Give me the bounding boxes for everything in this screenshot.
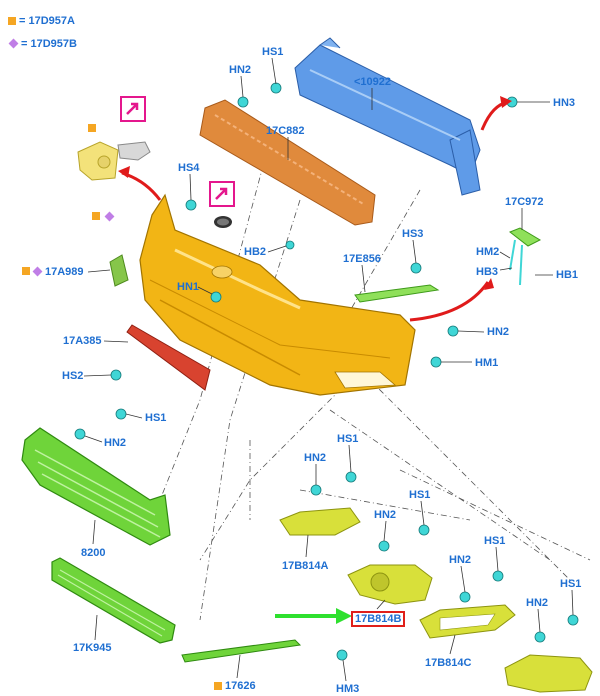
label-hn2-top: HN2: [229, 64, 252, 76]
red-arrowheads: [118, 96, 512, 290]
bumper-cover: [139, 193, 416, 396]
label-absorber[interactable]: 17C882: [266, 125, 305, 137]
leader-lines: [159, 139, 591, 621]
sensor-bracket: [77, 141, 151, 181]
label-hb2: HB2: [244, 246, 267, 258]
label-hm2-right: HM2: [476, 246, 500, 258]
label-hn2-c: HN2: [449, 554, 472, 566]
label-hn2-d: HN2: [526, 597, 549, 609]
label-bezel-c[interactable]: 17B814C: [425, 657, 472, 669]
external-link-icon-1[interactable]: [120, 96, 146, 122]
label-grille-lower[interactable]: 17K945: [73, 642, 112, 654]
bezel-a: [279, 507, 361, 536]
lower-grille: [51, 557, 176, 644]
emblem: [214, 216, 232, 228]
square-icon: [8, 17, 16, 25]
label-bezel-a[interactable]: 17B814A: [282, 560, 329, 572]
label-hs1-grille: HS1: [145, 412, 167, 424]
label-reflector-bar[interactable]: 17A385: [63, 335, 102, 347]
legend-item-a: = 17D957A: [8, 14, 75, 28]
square-icon: [214, 682, 222, 690]
label-bracket[interactable]: 17C972: [505, 196, 544, 208]
bottom-trim: [181, 639, 302, 663]
label-grille-upper[interactable]: 8200: [81, 547, 106, 559]
side-cover: [109, 254, 129, 287]
label-hs1-top: HS1: [262, 46, 284, 58]
label-beam[interactable]: <10922: [354, 76, 392, 88]
energy-absorber: [199, 99, 376, 226]
label-hs1-b: HS1: [409, 489, 431, 501]
label-hn3-top: HN3: [553, 97, 576, 109]
label-hm3: HM3: [336, 683, 360, 695]
label-strip[interactable]: 17E856: [343, 253, 381, 265]
reflector-bar: [126, 324, 211, 391]
square-icon: [22, 267, 30, 275]
label-trim-bottom[interactable]: 17626: [225, 680, 256, 692]
label-hs1-c: HS1: [484, 535, 506, 547]
bezel-c: [419, 604, 516, 639]
bumper-beam: [294, 37, 481, 196]
diamond-icon: [8, 38, 19, 49]
label-hb3: HB3: [476, 266, 499, 278]
bezel-b: [347, 564, 433, 605]
label-hs1-d: HS1: [560, 578, 582, 590]
label-cover-left[interactable]: 17A989: [45, 266, 84, 278]
label-hs4: HS4: [178, 162, 200, 174]
label-hs2: HS2: [62, 370, 84, 382]
label-hn2-right: HN2: [487, 326, 510, 338]
label-hn2-grille: HN2: [104, 437, 127, 449]
label-hn2-a: HN2: [304, 452, 327, 464]
mounting-bracket: [509, 227, 542, 286]
square-icon: [92, 212, 100, 220]
label-hs1-a: HS1: [337, 433, 359, 445]
label-bezel-b[interactable]: 17B814B: [351, 611, 406, 627]
chrome-strip: [354, 284, 440, 303]
label-hs3: HS3: [402, 228, 424, 240]
square-icon: [88, 124, 96, 132]
legend-item-b: = 17D957B: [8, 37, 77, 51]
bezel-d: [504, 654, 593, 693]
label-hm1: HM1: [475, 357, 499, 369]
label-hn2-b: HN2: [374, 509, 397, 521]
label-hb1: HB1: [556, 269, 579, 281]
label-hn1: HN1: [177, 281, 200, 293]
green-pointer-arrow: [275, 608, 352, 624]
external-link-icon-2[interactable]: [209, 181, 235, 207]
upper-grille: [21, 427, 171, 546]
